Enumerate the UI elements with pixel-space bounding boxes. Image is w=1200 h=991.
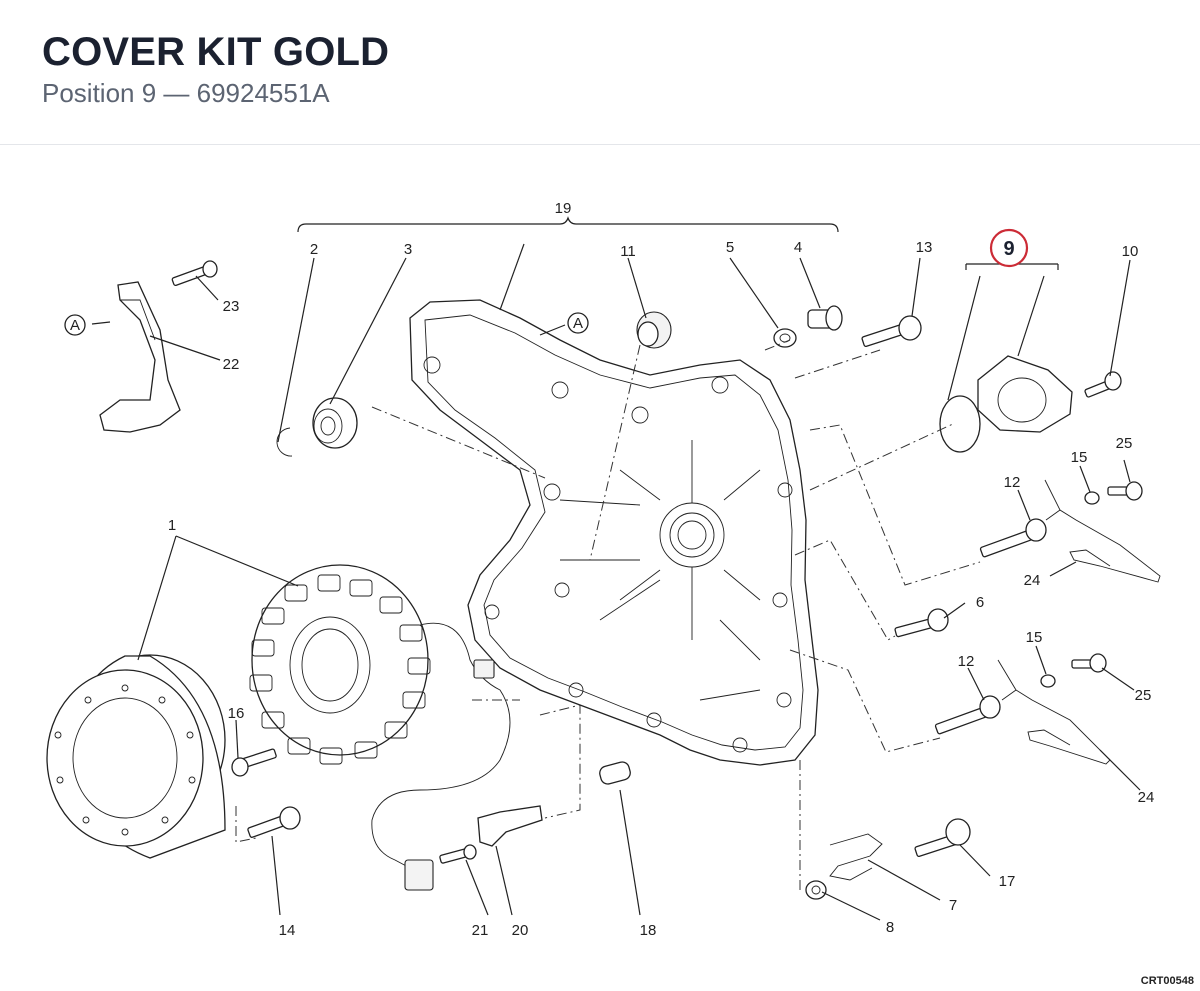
ref-marker-a-left-label: A (70, 317, 80, 334)
bracket-20 (477, 805, 543, 847)
callout-24-lower: 24 (1138, 789, 1155, 806)
assembly-lines (235, 339, 981, 890)
screw-12-lower (934, 695, 1001, 735)
screw-23 (171, 260, 218, 287)
wire-clip-24-upper (1044, 479, 1161, 583)
bracket-22 (99, 281, 181, 433)
ref-marker-a-right-label: A (573, 315, 583, 332)
callout-19: 19 (555, 200, 572, 217)
diagram-canvas: A A 9 19 2 3 11 5 4 13 10 23 22 1 16 14 … (46, 200, 1161, 939)
nut-8 (805, 880, 827, 900)
stator (249, 564, 511, 891)
drawing-code: CRT00548 (1140, 975, 1194, 987)
callout-12-lower: 12 (958, 653, 975, 670)
seal-11 (636, 311, 672, 349)
callout-10: 10 (1122, 243, 1139, 260)
callout-20: 20 (512, 922, 529, 939)
ref-marker-a-right: A (567, 312, 589, 334)
highlight-label: 9 (1003, 238, 1014, 260)
callout-13: 13 (916, 239, 933, 256)
cover-plate-10-kit (977, 355, 1073, 433)
callout-7: 7 (949, 897, 957, 914)
washer-5 (773, 328, 797, 348)
callout-6: 6 (976, 594, 984, 611)
callout-21: 21 (472, 922, 489, 939)
screw-16 (231, 748, 277, 777)
callout-25-upper: 25 (1116, 435, 1133, 452)
callout-14: 14 (279, 922, 296, 939)
group-bracket-19 (297, 216, 839, 233)
circlip-2 (276, 427, 293, 457)
callout-15-upper: 15 (1071, 449, 1088, 466)
screw-10 (1084, 371, 1122, 398)
callout-3: 3 (404, 241, 412, 258)
page-title: COVER KIT GOLD (42, 30, 390, 74)
callout-18: 18 (640, 922, 657, 939)
wire-clip-24-lower (997, 659, 1111, 765)
leader-lines (91, 243, 1141, 921)
callout-8: 8 (886, 919, 894, 936)
screw-13 (861, 315, 922, 347)
callout-25-lower: 25 (1135, 687, 1152, 704)
washer-15-lower (1040, 674, 1056, 688)
page-subtitle: Position 9 — 69924551A (42, 78, 330, 108)
generator-cover (409, 299, 819, 766)
callout-17: 17 (999, 873, 1016, 890)
exploded-parts-diagram: A A 9 19 2 3 11 5 4 13 10 23 22 1 16 14 … (0, 146, 1200, 991)
screw-17 (914, 818, 971, 857)
callout-24-upper: 24 (1024, 572, 1041, 589)
callout-5: 5 (726, 239, 734, 256)
bearing-3 (312, 397, 358, 449)
callout-22: 22 (223, 356, 240, 373)
rotor (46, 654, 226, 859)
callout-1: 1 (168, 517, 176, 534)
screw-25-lower (1071, 653, 1107, 673)
clip-7 (829, 833, 883, 881)
screw-14 (247, 806, 301, 838)
callout-numbers: 19 2 3 11 5 4 13 10 23 22 1 16 14 21 20 … (168, 200, 1155, 939)
washer-15-upper (1084, 491, 1100, 505)
dowel-18 (599, 761, 631, 785)
screw-25-upper (1107, 481, 1143, 501)
callout-15-lower: 15 (1026, 629, 1043, 646)
highlight-callout-9: 9 (989, 228, 1029, 268)
callout-4: 4 (794, 239, 802, 256)
plug-4 (807, 305, 843, 331)
callout-12-upper: 12 (1004, 474, 1021, 491)
callout-11: 11 (620, 243, 636, 260)
screw-12-upper (979, 518, 1047, 558)
o-ring-9 (939, 395, 981, 453)
header: COVER KIT GOLD Position 9 — 69924551A (0, 0, 1200, 145)
highlight-circle (989, 228, 1029, 268)
callout-23: 23 (223, 298, 240, 315)
screw-6 (894, 608, 949, 638)
callout-16: 16 (228, 705, 245, 722)
screw-21 (439, 844, 477, 864)
callout-2: 2 (310, 241, 318, 258)
ref-marker-a-left: A (64, 314, 86, 336)
